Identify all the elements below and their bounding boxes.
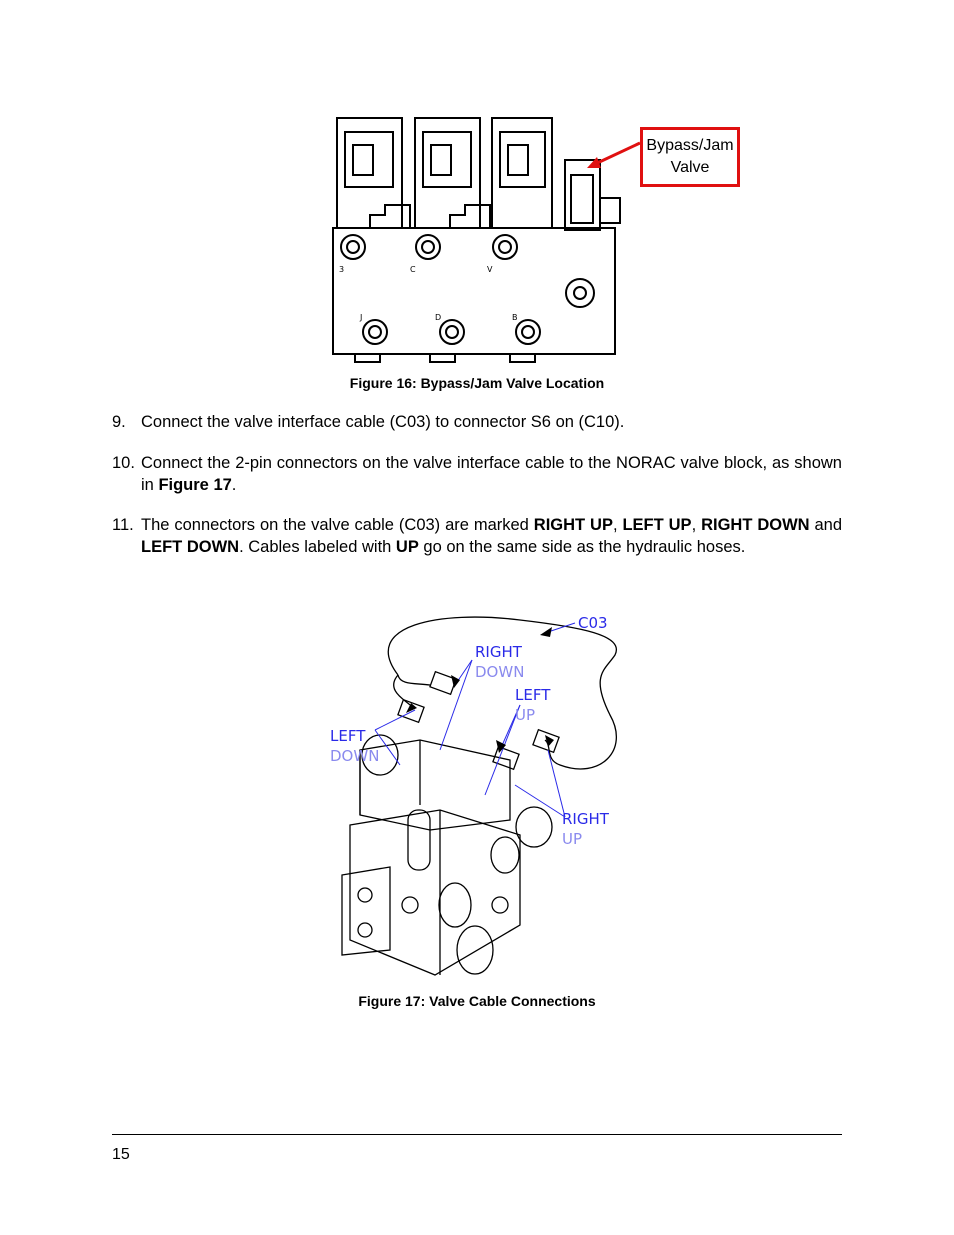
port-label: 3 — [339, 265, 344, 274]
label-left-up: UP — [515, 706, 535, 724]
step-number: 11. — [112, 516, 134, 534]
port-label: D — [435, 313, 441, 322]
footer-divider — [112, 1134, 842, 1135]
label-left-up: LEFT — [515, 686, 551, 704]
label-right-down: DOWN — [475, 663, 524, 681]
figure-16-caption: Figure 16: Bypass/Jam Valve Location — [349, 375, 605, 391]
text-run: , — [612, 516, 623, 534]
bold-term: UP — [395, 537, 419, 556]
port-label: C — [410, 265, 416, 274]
step-10: 10. Connect the 2-pin connectors on the … — [112, 453, 842, 496]
label-left-down: DOWN — [330, 747, 379, 765]
text-run: go on the same side as the hydraulic hos… — [418, 537, 746, 556]
bypass-jam-valve-callout: Bypass/Jam Valve — [640, 127, 740, 187]
step-number: 10. — [112, 454, 135, 472]
figure-16-drawing: 3 C V J D B — [332, 117, 641, 363]
port-label: B — [512, 313, 518, 322]
port-label: V — [487, 265, 493, 274]
bold-term: LEFT UP — [622, 516, 692, 534]
label-right-down: RIGHT — [475, 643, 523, 661]
bold-term: Figure 17 — [158, 475, 232, 494]
bold-term: RIGHT UP — [533, 516, 613, 534]
label-right-up: RIGHT — [562, 810, 610, 828]
bold-term: LEFT DOWN — [141, 537, 240, 556]
figure-17-caption: Figure 17: Valve Cable Connections — [358, 993, 596, 1009]
label-right-up: UP — [562, 830, 582, 848]
label-left-down: LEFT — [330, 727, 366, 745]
text-run: and — [809, 516, 843, 534]
step-text: The connectors on the valve cable (C03) … — [141, 515, 842, 558]
step-11: 11. The connectors on the valve cable (C… — [112, 515, 842, 558]
text-run: Connect the 2-pin connectors on the valv… — [141, 454, 842, 494]
step-9: 9. Connect the valve interface cable (C0… — [112, 412, 842, 434]
text-run: . — [231, 475, 237, 494]
label-c03: C03 — [578, 614, 608, 632]
callout-line: Bypass/Jam — [646, 137, 734, 154]
text-run: Connect the valve interface cable (C03) … — [141, 413, 625, 431]
text-run: , — [691, 516, 702, 534]
bold-term: RIGHT DOWN — [701, 516, 810, 534]
step-text: Connect the 2-pin connectors on the valv… — [141, 453, 842, 496]
text-run: . Cables labeled with — [239, 537, 396, 556]
text-run: The connectors on the valve cable (C03) … — [141, 516, 534, 534]
figure-17-drawing: C03 RIGHT DOWN LEFT UP LEFT DOWN RIGHT U… — [330, 614, 618, 976]
step-number: 9. — [112, 413, 126, 431]
port-label: J — [359, 313, 362, 322]
page-number: 15 — [112, 1146, 130, 1163]
callout-line: Valve — [670, 159, 710, 176]
step-text: Connect the valve interface cable (C03) … — [141, 412, 842, 434]
